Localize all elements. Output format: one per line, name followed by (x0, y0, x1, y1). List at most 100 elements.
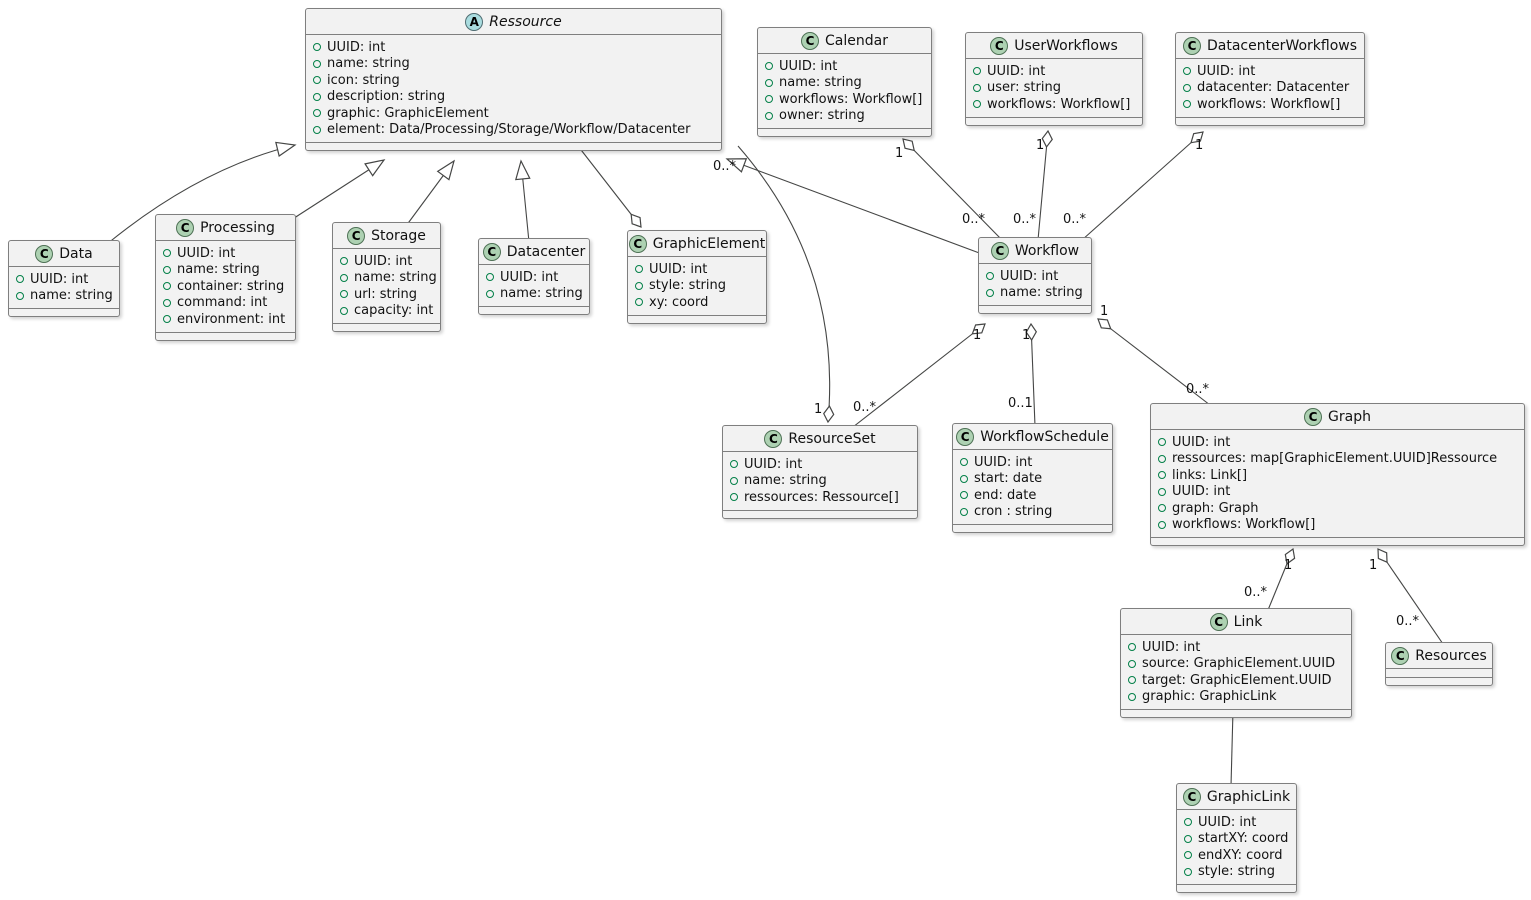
field-icon (986, 288, 994, 297)
attributes-compartment: UUID: int name: string ressources: Resso… (723, 452, 917, 511)
attribute: name: string (986, 285, 1084, 302)
field-icon (163, 265, 171, 274)
field-icon (635, 298, 643, 307)
methods-compartment (9, 309, 119, 316)
edge-datacenterworkflows-workflow (1081, 131, 1204, 241)
multiplicity-label: 1 (973, 328, 982, 343)
attribute: name: string (313, 56, 714, 73)
multiplicity-label: 0..* (1396, 614, 1420, 629)
class-resources: C Resources (1385, 642, 1493, 686)
attributes-compartment: UUID: int name: string workflows: Workfl… (758, 54, 931, 129)
methods-compartment (1176, 118, 1364, 125)
attribute: graphic: GraphicElement (313, 105, 714, 122)
attribute: UUID: int (486, 269, 582, 286)
multiplicity-label: 0..* (1244, 585, 1268, 600)
edge-storage-extends-ressource (405, 159, 455, 227)
class-header: C Processing (156, 215, 295, 241)
attribute: name: string (16, 288, 113, 305)
attribute: end: date (960, 487, 1105, 504)
class-title: Datacenter (506, 244, 586, 260)
field-icon (340, 257, 348, 266)
attribute: name: string (765, 75, 924, 92)
field-icon (973, 100, 981, 109)
field-icon (313, 76, 321, 85)
methods-compartment (1151, 538, 1524, 545)
attributes-compartment: UUID: int name: string (979, 264, 1091, 306)
class-data: C Data UUID: int name: string (8, 240, 120, 317)
class-storage: C Storage UUID: int name: string url: st… (332, 222, 441, 332)
attribute: UUID: int (730, 456, 910, 473)
field-icon (973, 67, 981, 76)
field-icon (163, 315, 171, 324)
class-graphiclink: C GraphicLink UUID: int startXY: coord e… (1176, 783, 1297, 893)
class-calendar: C Calendar UUID: int name: string workfl… (757, 27, 932, 137)
class-header: C Storage (333, 223, 440, 249)
multiplicity-label: 0..* (1013, 212, 1037, 227)
field-icon (730, 460, 738, 469)
attribute: command: int (163, 295, 288, 312)
class-icon: C (801, 32, 820, 50)
class-header: C Graph (1151, 404, 1524, 430)
field-icon (730, 476, 738, 485)
field-icon (1128, 659, 1136, 668)
attribute: start: date (960, 471, 1105, 488)
class-ressource: A Ressource UUID: int name: string icon:… (305, 8, 722, 151)
attribute: UUID: int (16, 271, 112, 288)
field-icon (960, 474, 968, 483)
field-icon (635, 265, 643, 274)
class-title: Calendar (825, 33, 888, 49)
methods-compartment (966, 118, 1142, 125)
field-icon (313, 92, 321, 101)
multiplicity-label: 0..* (1063, 212, 1087, 227)
attribute: datacenter: Datacenter (1183, 80, 1357, 97)
attribute: workflows: Workflow[] (1183, 96, 1357, 113)
field-icon (1128, 692, 1136, 701)
attribute: name: string (163, 262, 288, 279)
field-icon (163, 282, 171, 291)
attribute: user: string (973, 80, 1135, 97)
attribute: UUID: int (765, 58, 924, 75)
field-icon (313, 59, 321, 68)
multiplicity-label: 1 (1195, 138, 1204, 153)
methods-compartment (1177, 885, 1296, 892)
attribute: ressources: map[GraphicElement.UUID]Ress… (1158, 451, 1517, 468)
attribute: UUID: int (1184, 814, 1289, 831)
field-icon (1184, 867, 1192, 876)
field-icon (1128, 643, 1136, 652)
methods-compartment (628, 316, 766, 323)
attribute: graph: Graph (1158, 500, 1517, 517)
field-icon (973, 83, 981, 92)
field-icon (163, 298, 171, 307)
field-icon (1184, 851, 1192, 860)
field-icon (1183, 67, 1191, 76)
class-icon: C (1391, 647, 1410, 665)
attributes-compartment: UUID: int datacenter: Datacenter workflo… (1176, 59, 1364, 118)
field-icon (313, 125, 321, 134)
multiplicity-label: 0..* (853, 400, 877, 415)
methods-compartment (1121, 710, 1351, 717)
abstract-class-icon: A (465, 13, 484, 31)
class-header: C Resources (1386, 643, 1492, 669)
attributes-compartment: UUID: int name: string container: string… (156, 241, 295, 333)
class-graph: C Graph UUID: int ressources: map[Graphi… (1150, 403, 1525, 546)
class-title: UserWorkflows (1014, 38, 1118, 54)
methods-compartment (479, 307, 589, 314)
field-icon (16, 291, 24, 300)
class-title: Graph (1328, 409, 1371, 425)
attribute: UUID: int (340, 253, 433, 270)
attribute: xy: coord (635, 294, 759, 311)
attribute: UUID: int (1158, 484, 1517, 501)
class-title: ResourceSet (788, 431, 876, 447)
field-icon (486, 289, 494, 298)
attribute: startXY: coord (1184, 831, 1289, 848)
class-header: C ResourceSet (723, 426, 917, 452)
field-icon (960, 458, 968, 467)
field-icon (1158, 454, 1166, 463)
attribute: icon: string (313, 72, 714, 89)
class-header: C Workflow (979, 238, 1091, 264)
class-icon: C (990, 242, 1009, 260)
class-datacenterworkflows: C DatacenterWorkflows UUID: int datacent… (1175, 32, 1365, 126)
attribute: style: string (1184, 864, 1289, 881)
multiplicity-label: 1 (1284, 558, 1293, 573)
attribute: description: string (313, 89, 714, 106)
